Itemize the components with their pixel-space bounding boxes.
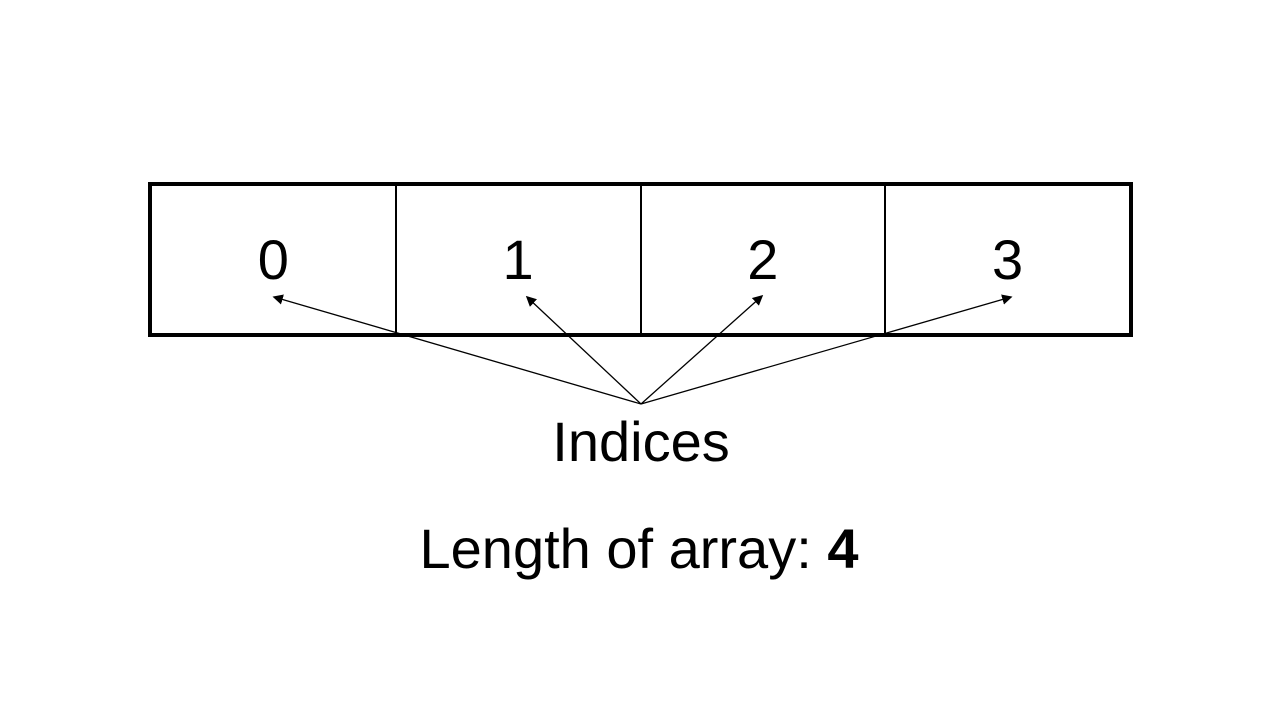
- array-cell-1: 1: [397, 186, 642, 333]
- length-caption-value: 4: [827, 517, 859, 580]
- length-caption-text: Length of array:: [419, 517, 828, 580]
- array-cell-2: 2: [642, 186, 887, 333]
- array-index-label-0: 0: [257, 227, 289, 291]
- length-caption: Length of array: 4: [0, 517, 1278, 581]
- array-box: 0 1 2 3: [148, 182, 1133, 337]
- array-cell-0: 0: [152, 186, 397, 333]
- indices-label: Indices: [552, 410, 730, 473]
- array-cell-3: 3: [886, 186, 1129, 333]
- array-index-label-1: 1: [502, 227, 534, 291]
- array-index-label-2: 2: [747, 227, 779, 291]
- array-index-label-3: 3: [992, 227, 1024, 291]
